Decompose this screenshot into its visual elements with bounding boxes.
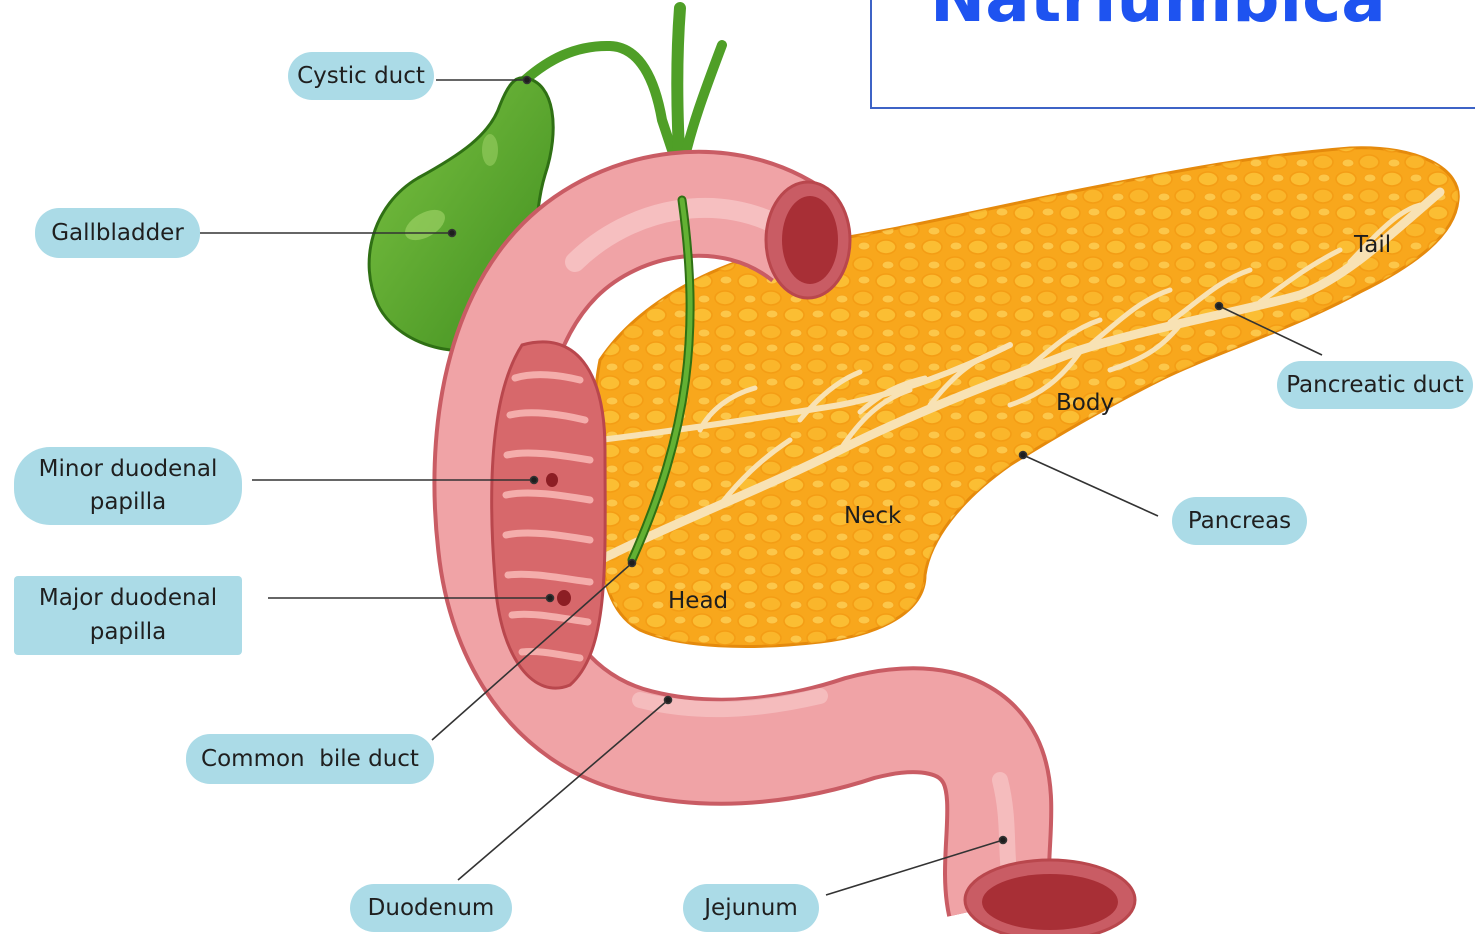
callout-duodenum: Duodenum: [350, 884, 512, 932]
callout-jejunum-text: Jejunum: [704, 892, 797, 924]
callout-cystic-duct-text: Cystic duct: [297, 60, 425, 92]
region-label-head: Head: [668, 588, 728, 614]
region-label-body: Body: [1056, 390, 1114, 416]
page-title: Natriumbica: [930, 0, 1386, 37]
callout-common-bile-duct-text: Common bile duct: [201, 743, 419, 775]
callout-pancreatic-duct: Pancreatic duct: [1277, 361, 1473, 409]
callout-jejunum: Jejunum: [683, 884, 819, 932]
callout-common-bile-duct: Common bile duct: [186, 734, 434, 784]
callout-minor-papilla-line1: Minor duodenal: [39, 453, 218, 486]
callout-pancreas-text: Pancreas: [1188, 505, 1291, 537]
callout-minor-papilla-line2: papilla: [90, 486, 167, 519]
region-label-neck: Neck: [844, 503, 901, 529]
callout-cystic-duct: Cystic duct: [288, 52, 434, 100]
callout-major-papilla-line1: Major duodenal: [39, 582, 217, 615]
callout-pancreas: Pancreas: [1172, 497, 1307, 545]
callout-pancreatic-duct-text: Pancreatic duct: [1286, 369, 1464, 401]
callout-gallbladder: Gallbladder: [35, 208, 200, 258]
callout-major-papilla-line2: papilla: [90, 616, 167, 649]
title-box: Natriumbica: [870, 0, 1475, 109]
callout-minor-duodenal-papilla: Minor duodenal papilla: [14, 447, 242, 525]
callout-major-duodenal-papilla: Major duodenal papilla: [14, 576, 242, 655]
callout-gallbladder-text: Gallbladder: [51, 217, 184, 249]
region-label-tail: Tail: [1354, 232, 1391, 258]
callout-duodenum-text: Duodenum: [368, 892, 495, 924]
